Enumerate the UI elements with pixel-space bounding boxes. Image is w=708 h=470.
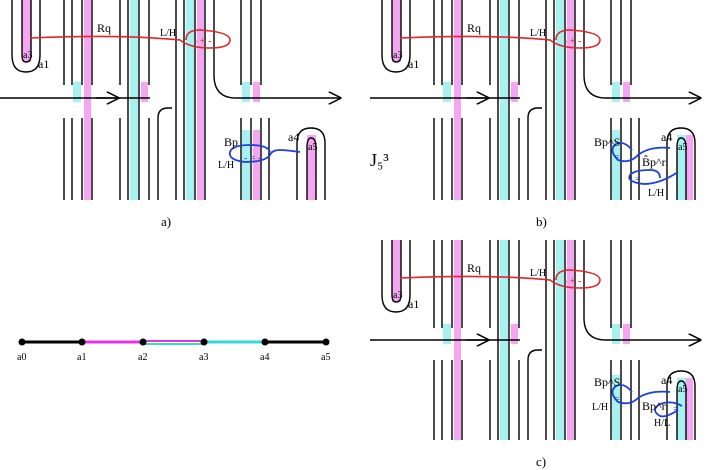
panel-c-strands: [370, 240, 700, 440]
panel-b-rq-curve: [399, 29, 601, 49]
panel-b-label-a5: a5: [678, 142, 687, 153]
panel-a: - + - - = - Rq L/H a1 a3 a4 a5 Bp L/H a): [0, 0, 340, 229]
panel-a-label-a5: a5: [308, 142, 317, 153]
panel-c-label-a3: a3: [393, 290, 402, 301]
panel-c-label-rq: Rq: [467, 261, 481, 275]
point-a5: [322, 338, 330, 346]
svg-text:=: =: [635, 174, 641, 185]
point-a1: [78, 338, 86, 346]
panel-b-strands: [370, 0, 700, 200]
panel-a-label-a4: a4: [288, 130, 299, 144]
panel-c-label-a4: a4: [661, 373, 672, 387]
point-a2: [139, 338, 147, 346]
panel-c-label-a1: a1: [408, 297, 419, 311]
panel-b-label-bpr: B̂p^r: [642, 155, 666, 169]
panel-b-bps-curve: [611, 141, 671, 163]
panel-c: - + - = = Rq L/H a1 a3 a4 a5 Bp^S Bp^r L…: [370, 240, 700, 469]
svg-text:=: =: [614, 152, 620, 163]
panel-c-label-hl: H/L: [654, 418, 670, 429]
panel-c-label-lh: L/H: [530, 268, 546, 279]
number-line: a0 a1 a2 a3 a4 a5: [17, 338, 330, 363]
panel-c-label-bpr: Bp^r: [642, 399, 666, 413]
label-a0: a0: [17, 352, 26, 363]
panel-c-label-lh2: L/H: [592, 402, 608, 413]
panel-a-rq-curve: [29, 29, 231, 49]
panel-c-bpr-curve: [654, 401, 683, 418]
panel-a-label-a1: a1: [38, 57, 49, 71]
panel-b-label-a3: a3: [393, 50, 402, 61]
label-a1: a1: [77, 352, 86, 363]
svg-text:- + -: - + -: [564, 276, 581, 287]
label-a5: a5: [321, 352, 330, 363]
svg-text:=: =: [673, 404, 679, 415]
svg-text:- + -: - + -: [564, 36, 581, 47]
panel-a-label-a3: a3: [23, 50, 32, 61]
panel-c-label-bps: Bp^S: [594, 375, 620, 389]
panel-a-label-rq: Rq: [97, 21, 111, 35]
panel-b-label-rq: Rq: [467, 21, 481, 35]
panel-b-label-a1: a1: [408, 57, 419, 71]
svg-text:=: =: [614, 394, 620, 405]
point-a4: [261, 338, 269, 346]
svg-text:- = -: - = -: [244, 153, 261, 164]
panel-b-caption: b): [536, 214, 547, 229]
panel-c-rq-curve: [399, 269, 601, 289]
panel-b: - + - = = Rq L/H a1 a3 a4 a5 Bp^S B̂p^r …: [370, 0, 700, 229]
panel-b-label-lh: L/H: [530, 28, 546, 39]
panel-c-caption: c): [536, 454, 546, 469]
panel-a-bp-curve: [228, 144, 301, 163]
panel-a-label-lh2: L/H: [218, 160, 234, 171]
point-a0: [18, 338, 26, 346]
panel-c-label-a5: a5: [678, 384, 687, 395]
panel-b-label-a4: a4: [661, 130, 672, 144]
panel-a-caption: a): [161, 214, 171, 229]
panel-b-label-bps: Bp^S: [594, 135, 620, 149]
panel-a-label-bp: Bp: [224, 135, 238, 149]
panel-c-bps-curve: [611, 383, 671, 405]
label-a4: a4: [260, 352, 269, 363]
label-a3: a3: [199, 352, 208, 363]
panel-a-label-lh: L/H: [160, 28, 176, 39]
label-a2: a2: [138, 352, 147, 363]
point-a3: [200, 338, 208, 346]
svg-text:- + -: - + -: [194, 36, 211, 47]
panel-b-bpr-curve: [628, 169, 679, 185]
panel-a-strands: [0, 0, 340, 200]
panel-b-label-lh2: L/H: [648, 188, 664, 199]
panel-b-side-label: J₅³: [370, 150, 389, 170]
